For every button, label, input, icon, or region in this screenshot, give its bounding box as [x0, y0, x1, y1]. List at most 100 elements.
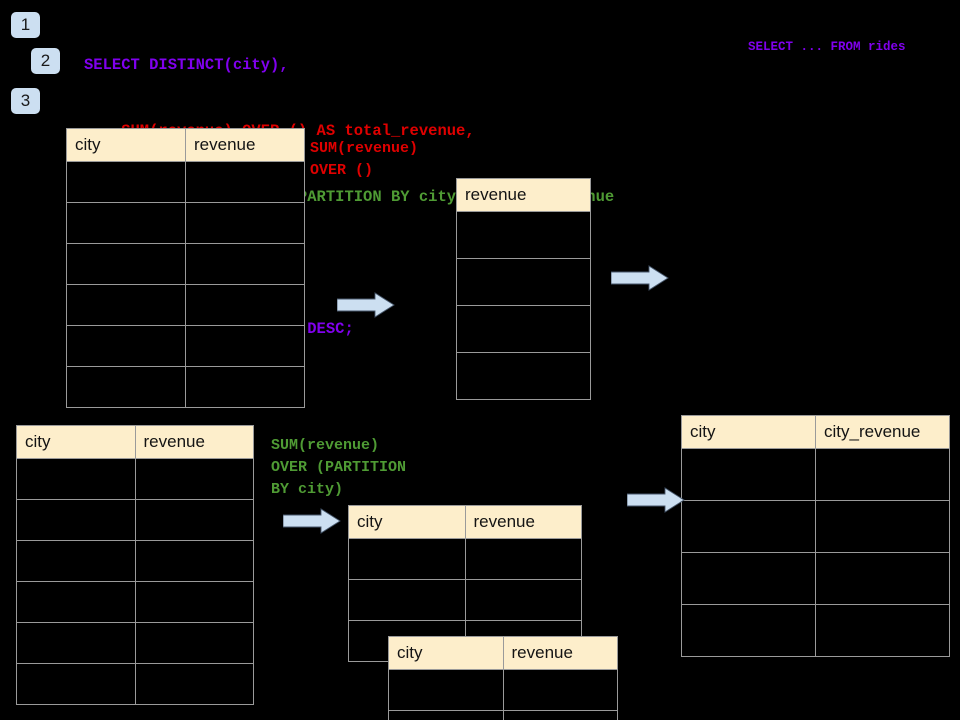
table-row	[66, 284, 305, 326]
cell-revenue	[134, 499, 254, 541]
step-badge-2: 2	[31, 48, 60, 74]
step-badge-1: 1	[11, 12, 40, 38]
cell-revenue	[456, 352, 591, 400]
cell-revenue	[185, 202, 305, 244]
table-row	[388, 669, 618, 711]
table-row	[681, 448, 950, 501]
arrow-right-icon	[627, 487, 685, 513]
cell-revenue	[185, 325, 305, 367]
table-row	[66, 202, 305, 244]
arrow-right-icon	[283, 508, 341, 534]
cell-city	[16, 663, 136, 705]
table-row	[681, 604, 950, 657]
cell-revenue	[502, 710, 618, 720]
annotation-partition-by-city: SUM(revenue) OVER (PARTITION BY city)	[271, 437, 407, 498]
cell-revenue	[464, 538, 582, 580]
table-row	[66, 161, 305, 203]
table-header-row: revenue	[456, 178, 591, 212]
cell-revenue	[502, 669, 618, 711]
table-header-row: city revenue	[348, 505, 582, 539]
cell-city	[16, 622, 136, 664]
cell-city	[681, 604, 816, 657]
sql-line-select: SELECT DISTINCT(city),	[84, 56, 289, 74]
cell-city	[66, 202, 186, 244]
column-header-city: city	[388, 636, 504, 670]
table-row	[348, 538, 582, 580]
table-row	[16, 581, 254, 623]
table-row	[16, 663, 254, 705]
table-partition-group-front: city revenue	[388, 636, 618, 720]
table-row	[681, 500, 950, 553]
cell-city	[66, 284, 186, 326]
table-row	[456, 352, 591, 400]
cell-revenue	[185, 161, 305, 203]
cell-revenue	[134, 663, 254, 705]
column-header-city: city	[348, 505, 466, 539]
table-body	[456, 211, 591, 400]
table-row	[66, 243, 305, 285]
table-header-row: city revenue	[16, 425, 254, 459]
arrow-right-icon	[611, 265, 669, 291]
table-row	[16, 458, 254, 500]
step-badge-3: 3	[11, 88, 40, 114]
cell-revenue	[134, 622, 254, 664]
table-row	[456, 258, 591, 306]
cell-city-revenue	[815, 604, 950, 657]
column-header-revenue: revenue	[456, 178, 591, 212]
cell-revenue	[456, 258, 591, 306]
cell-city	[66, 243, 186, 285]
table-rides-source-bottom: city revenue	[16, 425, 254, 705]
cell-city-revenue	[815, 448, 950, 501]
table-row	[456, 305, 591, 353]
table-header-row: city revenue	[66, 128, 305, 162]
table-partition-group-back: city revenue	[348, 505, 582, 662]
table-body	[16, 458, 254, 705]
table-row	[66, 325, 305, 367]
arrow-right-icon	[337, 292, 395, 318]
cell-city	[16, 581, 136, 623]
cell-revenue	[134, 458, 254, 500]
table-row	[681, 552, 950, 605]
cell-city	[16, 499, 136, 541]
column-header-city: city	[681, 415, 816, 449]
cell-city	[388, 669, 504, 711]
cell-city	[66, 325, 186, 367]
column-header-revenue: revenue	[134, 425, 254, 459]
column-header-revenue: revenue	[464, 505, 582, 539]
cell-city	[66, 161, 186, 203]
cell-city-revenue	[815, 500, 950, 553]
cell-city	[681, 448, 816, 501]
table-row	[16, 622, 254, 664]
column-header-city: city	[66, 128, 186, 162]
table-body	[388, 669, 618, 720]
table-row	[16, 499, 254, 541]
cell-city	[16, 540, 136, 582]
column-header-revenue: revenue	[185, 128, 305, 162]
cell-city	[681, 552, 816, 605]
cell-city	[348, 579, 466, 621]
column-header-city: city	[16, 425, 136, 459]
cell-revenue	[464, 579, 582, 621]
cell-city	[66, 366, 186, 408]
cell-revenue	[185, 366, 305, 408]
column-header-revenue: revenue	[502, 636, 618, 670]
cell-city	[348, 538, 466, 580]
table-row	[66, 366, 305, 408]
table-body	[66, 161, 305, 408]
table-row	[388, 710, 618, 720]
table-header-row: city revenue	[388, 636, 618, 670]
cell-city-revenue	[815, 552, 950, 605]
annotation-total-revenue: SUM(revenue) OVER ()	[310, 140, 419, 179]
cell-city	[681, 500, 816, 553]
cell-revenue	[185, 284, 305, 326]
cell-revenue	[456, 305, 591, 353]
table-total-revenue: revenue	[456, 178, 591, 400]
side-note-select-from: SELECT ... FROM rides	[748, 40, 906, 54]
cell-revenue	[185, 243, 305, 285]
table-rides-source-top: city revenue	[66, 128, 305, 408]
table-final-result: city city_revenue	[681, 415, 950, 657]
cell-city	[388, 710, 504, 720]
table-header-row: city city_revenue	[681, 415, 950, 449]
cell-revenue	[134, 540, 254, 582]
